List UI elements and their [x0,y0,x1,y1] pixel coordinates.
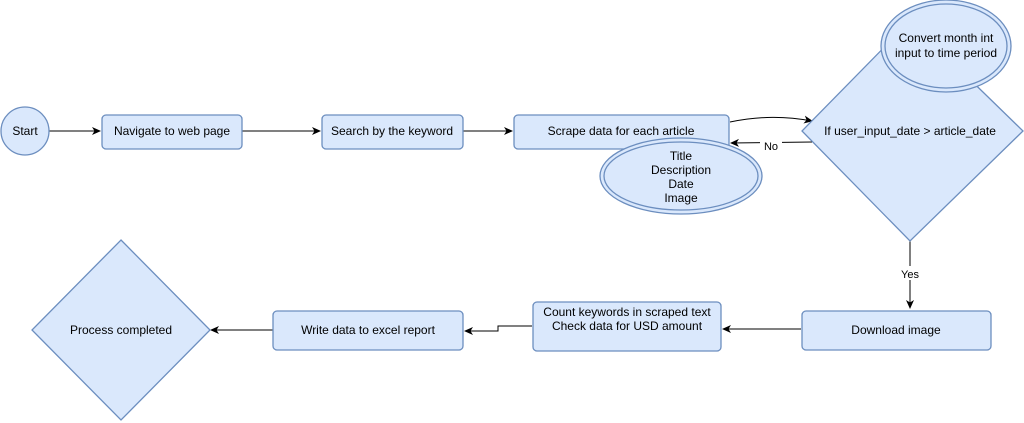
field-description: Description [651,163,711,177]
no-label-bg [760,139,782,153]
yes-label-bg [897,266,923,280]
count-label-line1: Count keywords in scraped text [543,305,711,319]
completed-node: Process completed [31,239,211,421]
search-label: Search by the keyword [331,124,453,138]
start-node: Start [0,106,50,156]
edge-scrape-decision [729,115,813,124]
download-node: Download image [801,310,992,351]
start-label: Start [12,124,38,138]
edge-label-yes: Yes [901,269,919,281]
edge-label-no: No [764,141,778,153]
download-label: Download image [851,323,941,337]
search-node: Search by the keyword [321,114,464,150]
field-image: Image [664,191,698,205]
navigate-label: Navigate to web page [114,124,230,138]
edge-count-write [464,325,532,335]
count-node: Count keywords in scraped text Check dat… [532,301,722,352]
write-node: Write data to excel report [272,310,464,351]
write-label: Write data to excel report [301,323,436,337]
fields-node: Title Description Date Image [599,137,763,215]
navigate-node: Navigate to web page [101,114,243,150]
completed-label: Process completed [70,323,172,337]
decision-label: If user_input_date > article_date [824,124,996,138]
convert-label-line1: Convert month int [899,31,994,45]
field-date: Date [668,177,694,191]
decision-node: If user_input_date > article_date [801,20,1024,242]
convert-node: Convert month int input to time period [880,0,1012,93]
scrape-label: Scrape data for each article [548,124,695,138]
field-title: Title [670,149,693,163]
convert-label-line2: input to time period [895,46,997,60]
count-label-line2: Check data for USD amount [552,319,703,333]
